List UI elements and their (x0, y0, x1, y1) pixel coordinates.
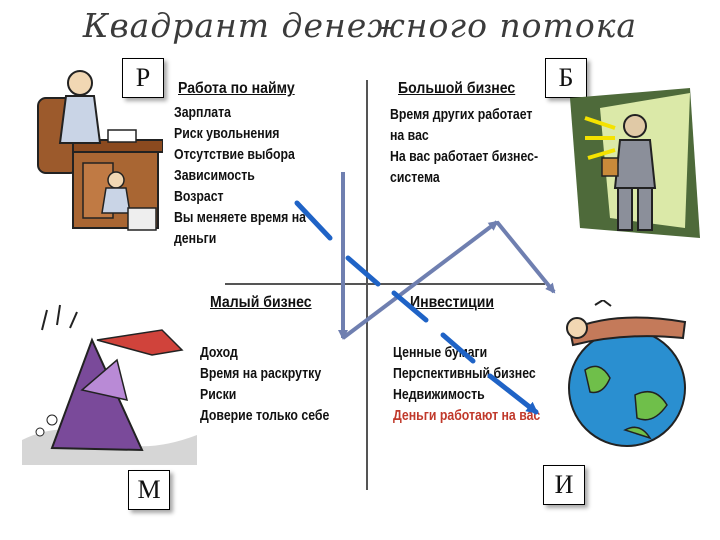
blue-dash-segment (487, 373, 539, 415)
blue-dash-segment (391, 290, 429, 323)
list-item: На вас работает бизнес- (390, 148, 539, 165)
list-item: Возраст (174, 188, 224, 205)
office-worker-icon (37, 70, 163, 231)
vertical-axis (366, 80, 368, 490)
list-item: система (390, 169, 440, 186)
relaxing-on-globe-icon (566, 300, 687, 447)
list-item: Ценные бумаги (393, 344, 488, 361)
list-item: Доверие только себе (200, 407, 330, 424)
quadrant-list-b: Время других работает на вас На вас рабо… (390, 104, 538, 188)
blue-dash-segment (294, 200, 333, 241)
businessman-icon (570, 88, 700, 238)
blue-flow-path (294, 200, 539, 415)
list-item: Недвижимость (393, 386, 485, 403)
highlight-item: Деньги работают на вас (393, 407, 541, 424)
list-item: деньги (174, 230, 217, 247)
gray-arrow-segment (341, 220, 499, 340)
list-item: Отсутствие выбора (174, 146, 295, 163)
quadrant-list-m: Доход Время на раскрутку Риски Доверие т… (200, 342, 329, 426)
quadrant-letter-b: Б (545, 58, 587, 98)
gray-arrow-segment (495, 220, 556, 294)
list-item: Перспективный бизнес (393, 365, 536, 382)
blue-dash-segment (440, 332, 476, 364)
quadrant-heading-b: Большой бизнес (398, 80, 516, 97)
horizontal-axis (225, 283, 545, 285)
quadrant-heading-r: Работа по найму (178, 80, 295, 97)
quadrant-heading-i: Инвестиции (410, 294, 495, 311)
sinking-boat-icon (22, 304, 197, 465)
list-item: Доход (200, 344, 238, 361)
list-item: Зависимость (174, 167, 255, 184)
quadrant-letter-i: И (543, 465, 585, 505)
quadrant-list-r: Зарплата Риск увольнения Отсутствие выбо… (174, 102, 306, 249)
list-item: Риски (200, 386, 237, 403)
gray-flow-path (338, 172, 556, 340)
page-title: Квадрант денежного потока (82, 6, 638, 45)
list-item: Зарплата (174, 104, 232, 121)
list-item: на вас (390, 127, 429, 144)
list-item: Вы меняете время на (174, 209, 307, 226)
list-item: Время на раскрутку (200, 365, 322, 382)
quadrant-heading-m: Малый бизнес (210, 294, 312, 311)
list-item: Риск увольнения (174, 125, 280, 142)
quadrant-list-i: Ценные бумаги Перспективный бизнес Недви… (393, 342, 540, 426)
quadrant-letter-m: М (128, 470, 170, 510)
blue-dash-segment (345, 255, 381, 287)
quadrant-letter-r: Р (122, 58, 164, 98)
list-item: Время других работает (390, 106, 533, 123)
